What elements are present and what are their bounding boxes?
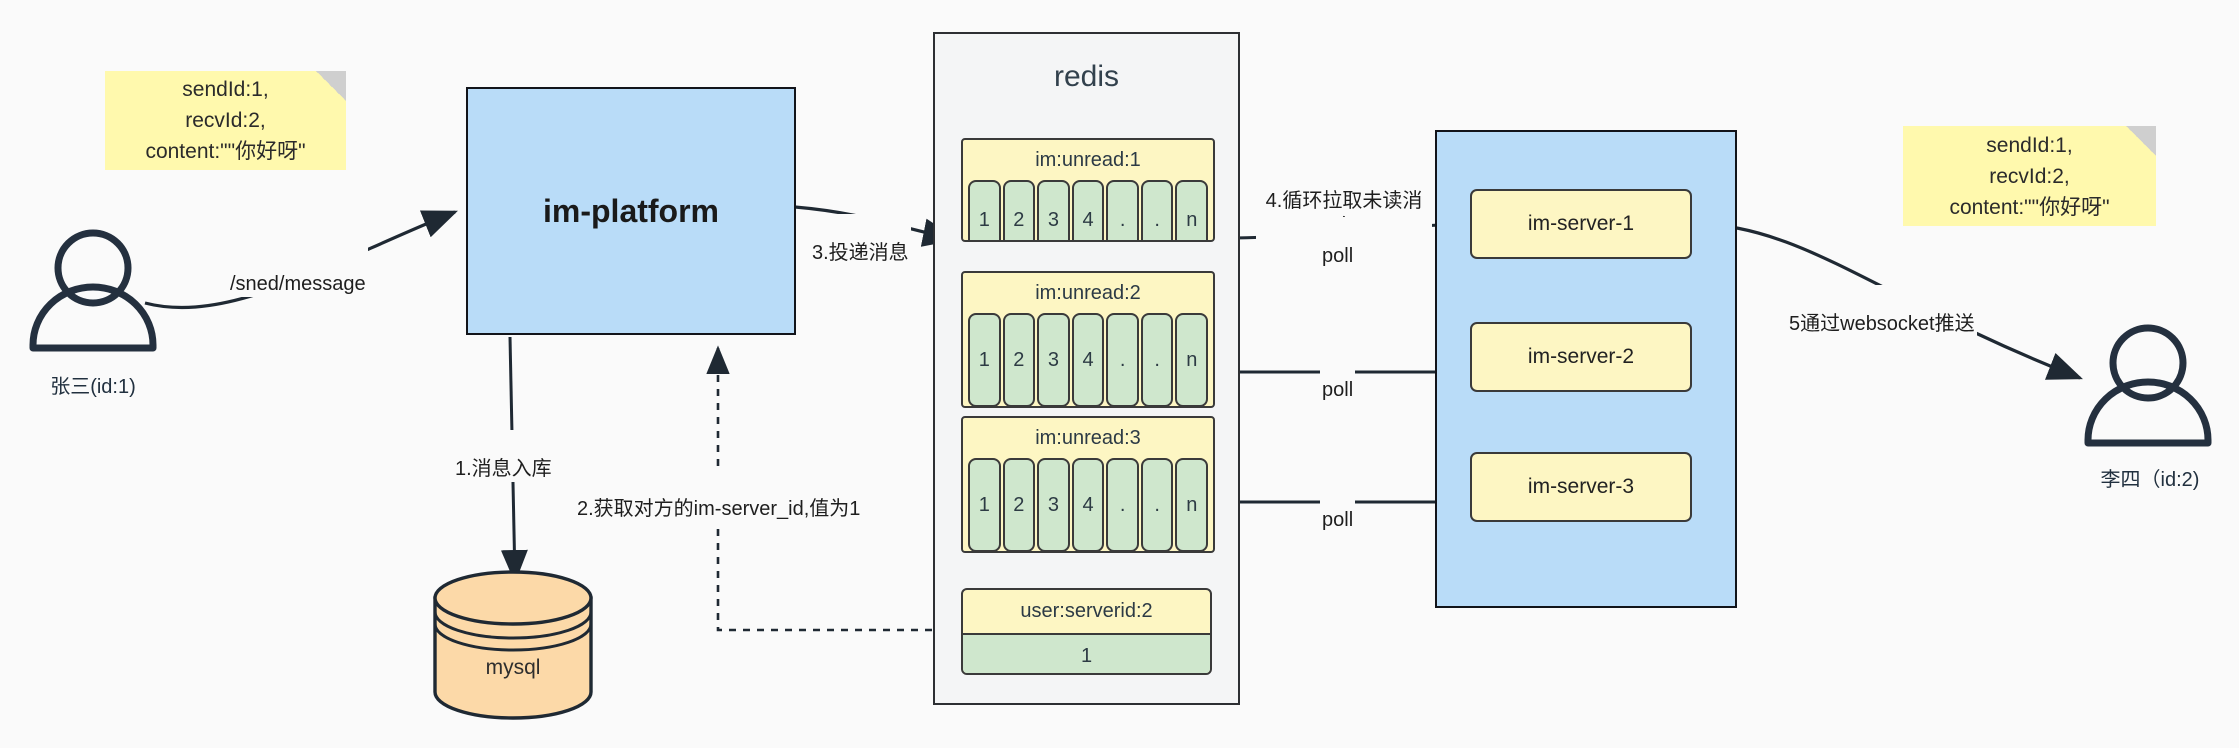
list-cell: 3 <box>1037 313 1070 406</box>
redis-list-im-unread-3[interactable]: im:unread:3 1 2 3 4 . . n <box>961 416 1215 553</box>
list-cell: 3 <box>1037 180 1070 240</box>
redis-list-2-cells: 1 2 3 4 . . n <box>963 313 1213 406</box>
redis-list-3-key: im:unread:3 <box>1035 427 1141 449</box>
actor-receiver: 李四（id:2) <box>2055 453 2239 492</box>
list-cell: n <box>1175 180 1209 240</box>
mysql-cylinder <box>433 570 593 720</box>
list-cell: 4 <box>1071 180 1105 240</box>
note-left: sendId:1, recvId:2, content:""你好呀" <box>105 71 346 170</box>
list-cell: 2 <box>1002 313 1036 406</box>
list-cell: 1 <box>968 458 1001 551</box>
list-cell: . <box>1140 180 1174 240</box>
im-server-1-label: im-server-1 <box>1527 212 1635 235</box>
edge-poll1-text: poll <box>1322 245 1354 267</box>
list-cell: n <box>1175 458 1209 551</box>
list-cell: n <box>1175 313 1209 406</box>
note-fold-icon <box>2126 126 2156 156</box>
im-server-3-box[interactable]: im-server-3 <box>1470 452 1692 522</box>
edge-label-step5: 5通过websocket推送 <box>1787 285 1977 337</box>
im-server-3-label: im-server-3 <box>1527 475 1635 498</box>
redis-kv-user-serverid[interactable]: user:serverid:2 1 <box>961 588 1212 675</box>
note-right-text: sendId:1, recvId:2, content:""你好呀" <box>1949 133 2110 219</box>
note-right: sendId:1, recvId:2, content:""你好呀" <box>1903 126 2156 226</box>
edge-label-poll2: poll <box>1320 351 1356 403</box>
list-cell: . <box>1106 180 1139 240</box>
list-cell: . <box>1106 313 1139 406</box>
actor-sender-label: 张三(id:1) <box>50 376 136 398</box>
redis-kv-value: 1 <box>963 633 1210 673</box>
im-server-2-label: im-server-2 <box>1527 345 1635 368</box>
list-cell: . <box>1140 313 1174 406</box>
redis-list-1-cells: 1 2 3 4 . . n <box>963 180 1213 240</box>
redis-list-im-unread-2[interactable]: im:unread:2 1 2 3 4 . . n <box>961 271 1215 408</box>
redis-list-1-key: im:unread:1 <box>1035 149 1141 171</box>
list-cell: 4 <box>1071 458 1105 551</box>
list-cell: 3 <box>1037 458 1070 551</box>
edge-poll3-text: poll <box>1322 509 1354 531</box>
mysql-label: mysql <box>485 656 541 679</box>
note-fold-icon <box>316 71 346 101</box>
im-server-group: im-server-1 im-server-2 im-server-3 <box>1435 130 1737 608</box>
list-cell: 2 <box>1002 180 1036 240</box>
edge-label-poll3: poll <box>1320 481 1356 533</box>
list-cell: 1 <box>968 313 1001 406</box>
edge-step2-text: 2.获取对方的im-server_id,值为1 <box>577 498 861 520</box>
redis-list-2-key: im:unread:2 <box>1035 282 1141 304</box>
edge-label-step1: 1.消息入库 <box>453 430 554 482</box>
redis-list-3-cells: 1 2 3 4 . . n <box>963 458 1213 551</box>
im-server-2-box[interactable]: im-server-2 <box>1470 322 1692 392</box>
list-cell: . <box>1106 458 1139 551</box>
redis-container: redis im:unread:1 1 2 3 4 . . n im:unrea… <box>933 32 1240 705</box>
edge-poll2-text: poll <box>1322 379 1354 401</box>
edge-label-send-message: /sned/message <box>228 245 368 297</box>
user-icon-sender <box>29 229 157 352</box>
edge-label-step3: 3.投递消息 <box>810 214 911 266</box>
edge-step2 <box>706 345 960 632</box>
list-cell: 4 <box>1071 313 1105 406</box>
actor-receiver-label: 李四（id:2) <box>2100 469 2200 491</box>
redis-list-im-unread-1[interactable]: im:unread:1 1 2 3 4 . . n <box>961 138 1215 242</box>
mysql-node[interactable]: mysql <box>435 598 591 718</box>
redis-title: redis <box>1053 60 1120 93</box>
edge-step5-text: 5通过websocket推送 <box>1789 313 1975 335</box>
list-cell: 2 <box>1002 458 1036 551</box>
list-cell: . <box>1140 458 1174 551</box>
user-icon-receiver <box>2084 324 2212 447</box>
edge-label-poll1: poll <box>1320 217 1356 269</box>
note-left-text: sendId:1, recvId:2, content:""你好呀" <box>145 78 306 163</box>
list-cell: 1 <box>968 180 1001 240</box>
edge-step3-text: 3.投递消息 <box>812 242 909 264</box>
edge-label-step2: 2.获取对方的im-server_id,值为1 <box>575 470 863 522</box>
edge-step1-text: 1.消息入库 <box>455 458 552 480</box>
edge-send-message-text: /sned/message <box>230 273 366 295</box>
redis-kv-key: user:serverid:2 <box>1020 600 1153 622</box>
im-platform-box[interactable]: im-platform <box>466 87 796 335</box>
actor-sender: 张三(id:1) <box>0 360 186 399</box>
im-server-1-box[interactable]: im-server-1 <box>1470 189 1692 259</box>
im-platform-label: im-platform <box>543 192 719 229</box>
